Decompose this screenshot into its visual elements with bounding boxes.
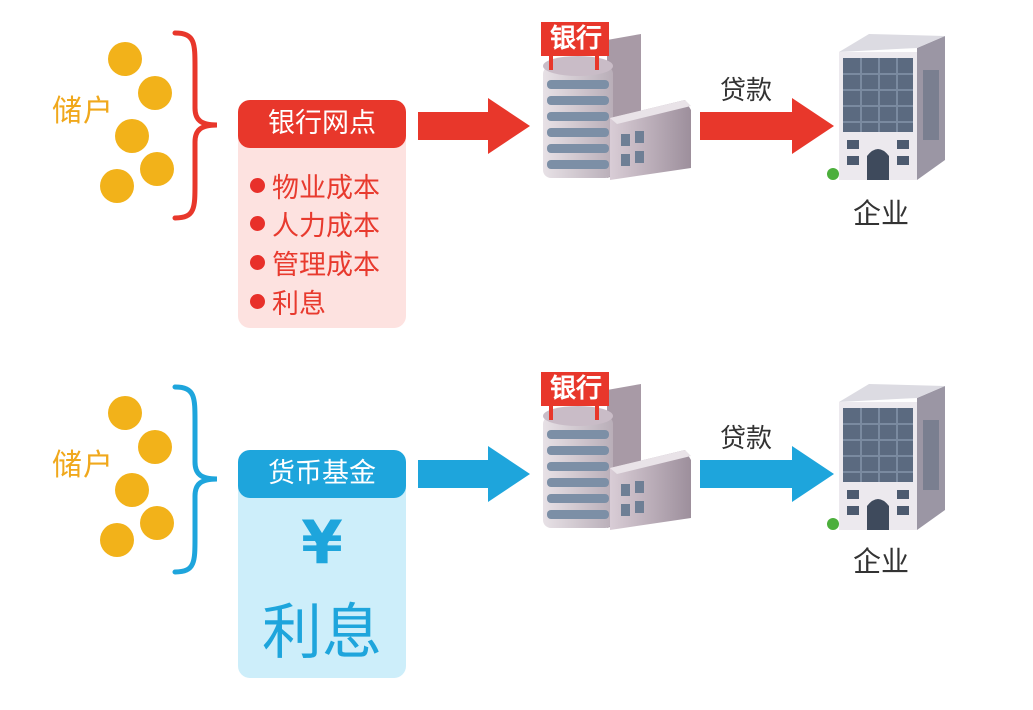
bank-sign: 银行	[549, 374, 602, 404]
depositor-label: 储户	[52, 448, 114, 483]
depositor-label: 储户	[52, 94, 114, 129]
loan-label: 贷款	[720, 424, 773, 454]
arrow-right-icon	[700, 446, 834, 502]
enterprise-label: 企业	[853, 197, 910, 230]
coin-icon	[100, 169, 134, 203]
coin-icon	[108, 42, 142, 76]
coin-icon	[140, 506, 174, 540]
coin-icon	[140, 152, 174, 186]
bullet-icon	[250, 178, 265, 193]
cost-item: 物业成本	[272, 173, 380, 204]
bullet-icon	[250, 255, 265, 270]
channel-title-top: 银行网点	[238, 100, 406, 148]
loan-label: 贷款	[720, 76, 773, 106]
bank-sign: 银行	[549, 24, 602, 54]
coin-icon	[100, 523, 134, 557]
bank-building-icon	[541, 372, 691, 530]
arrow-right-icon	[418, 98, 530, 154]
channel-title-bottom: 货币基金	[238, 450, 406, 498]
enterprise-label: 企业	[853, 545, 910, 578]
arrow-right-icon	[418, 446, 530, 502]
coin-icon	[115, 473, 149, 507]
cost-item: 管理成本	[272, 250, 380, 281]
coin-icon	[115, 119, 149, 153]
cost-item: 人力成本	[272, 211, 380, 242]
interest-panel	[238, 470, 406, 678]
yen-symbol: ¥	[301, 508, 343, 578]
brace-top	[172, 30, 218, 221]
enterprise-building-icon	[827, 34, 945, 180]
brace-bottom	[172, 384, 218, 575]
coin-icon	[138, 430, 172, 464]
coin-icon	[108, 396, 142, 430]
bank-building-icon	[541, 22, 691, 180]
bullet-icon	[250, 294, 265, 309]
arrow-right-icon	[700, 98, 834, 154]
cost-item: 利息	[272, 289, 326, 320]
enterprise-building-icon	[827, 384, 945, 530]
bullet-icon	[250, 216, 265, 231]
coin-icon	[138, 76, 172, 110]
cost-panel	[238, 120, 406, 328]
interest-label: 利息	[262, 598, 382, 668]
